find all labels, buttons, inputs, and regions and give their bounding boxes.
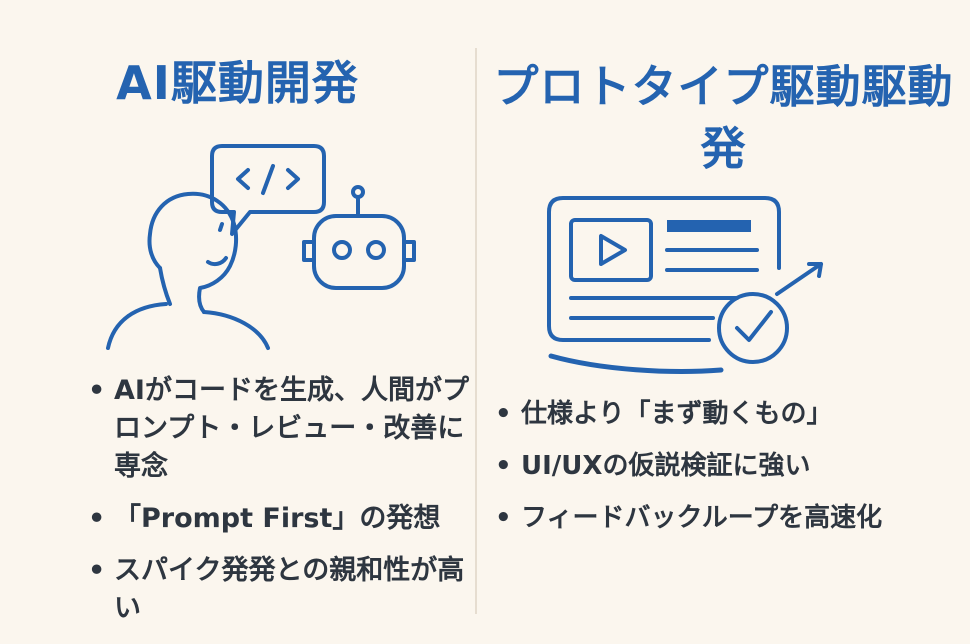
prototype-illustration (541, 186, 841, 376)
list-item: スパイク発発との親和性が高い (84, 552, 469, 628)
list-item: フィードバックループを高速化 (491, 498, 961, 538)
list-item: 「Prompt First」の発想 (84, 500, 469, 538)
ai-illustration (100, 138, 430, 358)
content-lines (569, 220, 759, 320)
list-item: AIがコードを生成、人間がプロンプト・レビュー・改善に専念 (84, 372, 469, 486)
code-speech-bubble-icon (210, 144, 326, 236)
browser-window-icon (547, 196, 781, 374)
checkmark-badge-icon (717, 292, 789, 364)
robot-icon (302, 185, 416, 290)
prototype-driven-title: プロトタイプ駆動駆動発 (493, 60, 954, 175)
ai-driven-bullet-list: AIがコードを生成、人間がプロンプト・レビュー・改善に専念 「Prompt Fi… (84, 372, 469, 642)
arrow-up-right-icon (775, 262, 823, 296)
video-play-icon (569, 218, 653, 282)
list-item: 仕様より「まず動くもの」 (491, 394, 961, 434)
ai-driven-title: AI駆動開発 (116, 56, 359, 110)
list-item: UI/UXの仮説検証に強い (491, 446, 961, 486)
column-divider (475, 48, 477, 614)
prototype-driven-bullet-list: 仕様より「まず動くもの」 UI/UXの仮説検証に強い フィードバックループを高速… (491, 394, 961, 550)
